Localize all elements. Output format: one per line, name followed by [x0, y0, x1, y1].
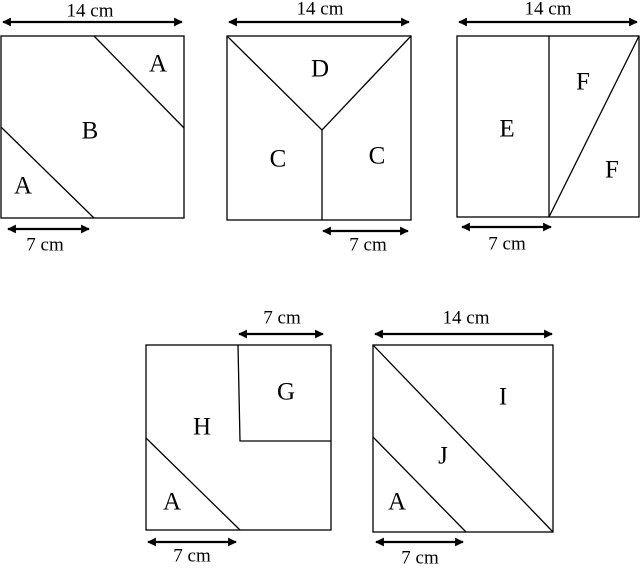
figure-5: 14 cm 7 cm I J A [372, 307, 554, 568]
cut-line [372, 344, 554, 533]
piece-label: A [14, 173, 32, 200]
cut-line [372, 436, 467, 533]
dimension-label-top: 7 cm [263, 307, 301, 328]
cut-line [237, 344, 331, 442]
square-outline [456, 35, 640, 218]
figure-2: 14 cm 7 cm D C C [226, 0, 412, 255]
dimension-label-bottom: 7 cm [173, 545, 211, 566]
dimension-label-bottom: 7 cm [26, 234, 64, 255]
dimension-label-bottom: 7 cm [488, 233, 526, 254]
piece-label: E [499, 116, 514, 143]
square-outline [226, 35, 412, 221]
figure-1: 14 cm 7 cm A B A [0, 0, 185, 255]
piece-label: C [270, 146, 287, 173]
figure-4: 7 cm 7 cm H G A [145, 307, 332, 566]
piece-label: C [369, 143, 386, 170]
piece-label: J [438, 443, 448, 470]
cut-line [145, 437, 241, 531]
piece-label: B [82, 118, 99, 145]
piece-label: D [311, 56, 329, 83]
dimension-label-top: 14 cm [443, 307, 490, 328]
dimension-label-bottom: 7 cm [401, 547, 439, 568]
dimension-label-top: 14 cm [297, 0, 344, 19]
piece-label: G [277, 379, 295, 406]
dimension-label-top: 14 cm [67, 0, 114, 21]
cut-line [0, 126, 95, 219]
piece-label: A [388, 489, 406, 516]
piece-label: H [193, 414, 211, 441]
dimension-label-top: 14 cm [525, 0, 572, 19]
square-outline [372, 344, 554, 533]
cut-line [321, 35, 412, 131]
piece-label: A [149, 51, 167, 78]
cut-line [548, 35, 640, 218]
piece-label: A [163, 489, 181, 516]
piece-label: F [605, 157, 619, 184]
cut-line [93, 35, 185, 129]
cut-line [226, 35, 323, 131]
piece-label: I [499, 384, 507, 411]
dimension-label-bottom: 7 cm [349, 234, 387, 255]
piece-label: F [576, 69, 590, 96]
figure-3: 14 cm 7 cm E F F [456, 0, 640, 254]
